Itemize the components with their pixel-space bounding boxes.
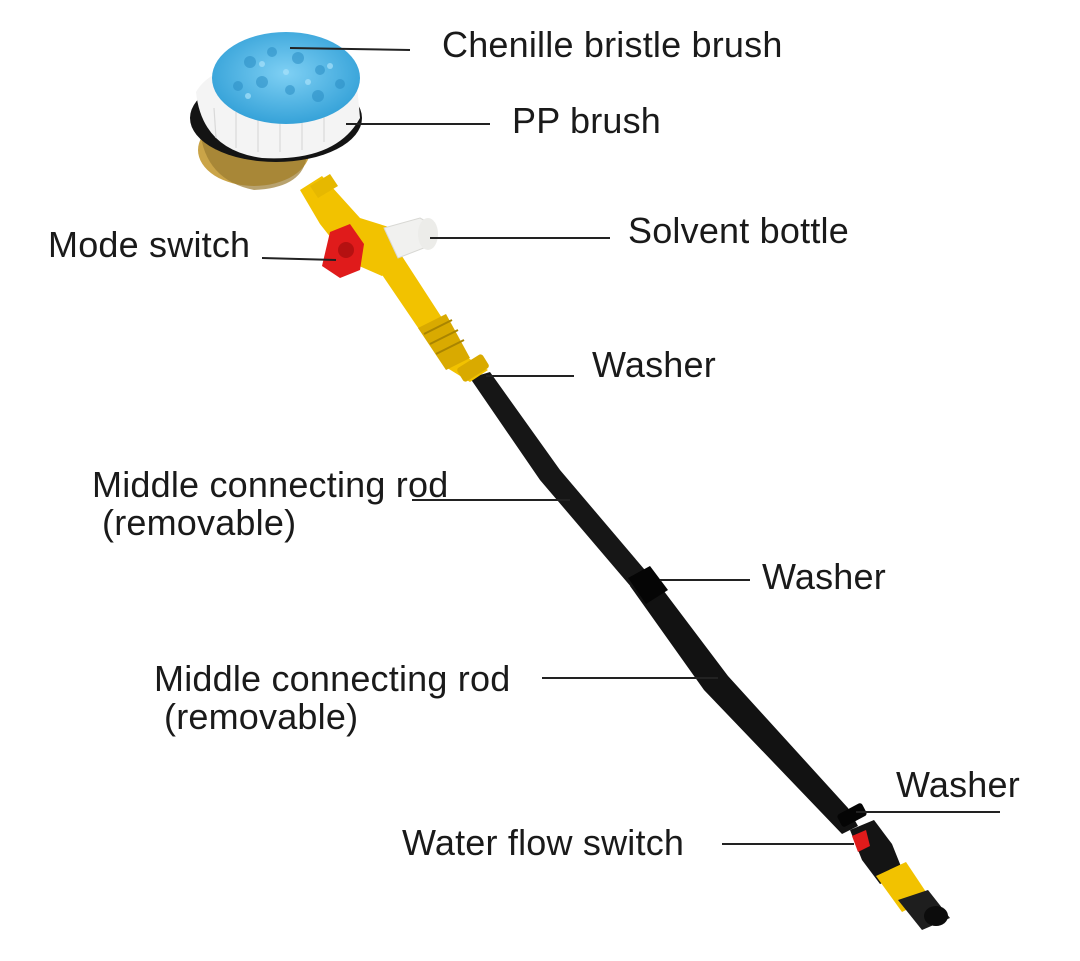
washer-1-shape xyxy=(457,354,489,382)
label-pp-brush: PP brush xyxy=(512,100,662,141)
label-washer-2: Washer xyxy=(762,556,886,597)
leader-chenille xyxy=(289,47,411,51)
label-middle-connecting-rod-2: Middle connecting rod (removable) xyxy=(154,660,510,736)
label-middle-rod-2-line1: Middle connecting rod xyxy=(154,658,511,699)
label-middle-rod-1-line2: (removable) xyxy=(102,502,297,543)
label-washer-3: Washer xyxy=(896,764,1020,805)
washer-2-shape xyxy=(628,566,668,604)
label-middle-rod-2-line2: (removable) xyxy=(164,696,359,737)
chenille-top xyxy=(212,32,360,124)
label-middle-rod-1-line1: Middle connecting rod xyxy=(92,464,449,505)
leader-mode-switch xyxy=(261,257,337,261)
upper-rod xyxy=(470,372,650,588)
label-middle-connecting-rod-1: Middle connecting rod (removable) xyxy=(92,466,448,542)
washer-3-shape xyxy=(837,803,867,827)
label-water-flow-switch: Water flow switch xyxy=(402,822,685,863)
lower-rod xyxy=(630,570,858,834)
label-mode-switch: Mode switch xyxy=(48,224,251,265)
label-solvent-bottle: Solvent bottle xyxy=(628,210,849,251)
label-washer-1: Washer xyxy=(592,344,716,385)
label-chenille-bristle-brush: Chenille bristle brush xyxy=(442,24,783,65)
